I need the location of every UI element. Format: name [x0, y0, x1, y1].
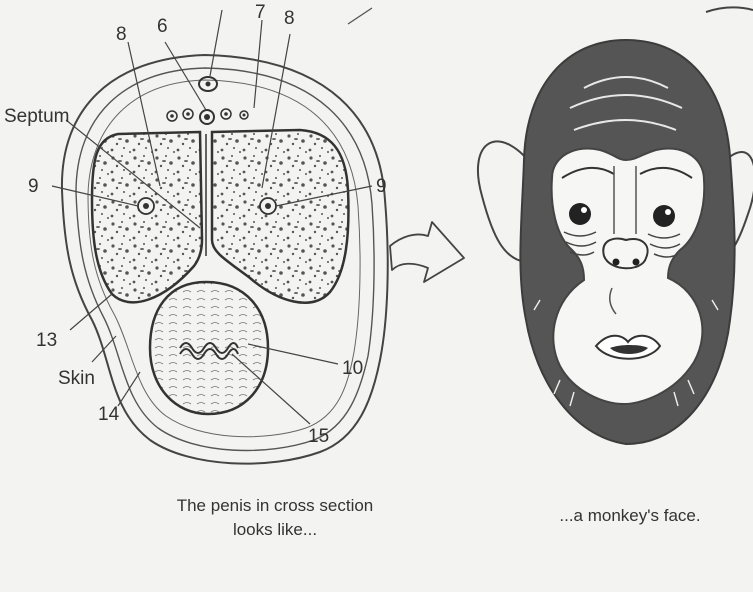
label-skin: Skin: [58, 368, 95, 389]
corpus-cavernosum-right: [212, 130, 348, 303]
caption-monkey: ...a monkey's face.: [530, 504, 730, 528]
deep-artery-left: [138, 198, 154, 214]
label-septum: Septum: [4, 106, 69, 127]
corpus-cavernosum-left: [92, 132, 202, 302]
partial-curve: [706, 7, 753, 12]
label-7: 7: [255, 2, 266, 23]
caption-line-1: The penis in cross section: [150, 494, 400, 518]
corpus-spongiosum: [150, 282, 268, 414]
partial-pointer: [348, 8, 372, 24]
cross-section-diagram: 8 6 7 8 Septum 9 9 10 13 Skin 14 15: [4, 2, 388, 464]
label-9-right: 9: [376, 176, 387, 197]
arrow-right-icon: [390, 222, 464, 282]
label-6: 6: [157, 16, 168, 37]
label-8-left: 8: [116, 24, 127, 45]
caption-line-2: looks like...: [150, 518, 400, 542]
dorsal-vessels: [167, 77, 248, 124]
caption-cross-section: The penis in cross section looks like...: [150, 494, 400, 542]
label-13: 13: [36, 330, 57, 351]
deep-artery-right: [260, 198, 276, 214]
label-9-left: 9: [28, 176, 39, 197]
label-10: 10: [342, 358, 363, 379]
label-15: 15: [308, 426, 329, 447]
label-14: 14: [98, 404, 120, 425]
monkey-face-icon: [478, 40, 753, 444]
label-8-right: 8: [284, 8, 295, 29]
